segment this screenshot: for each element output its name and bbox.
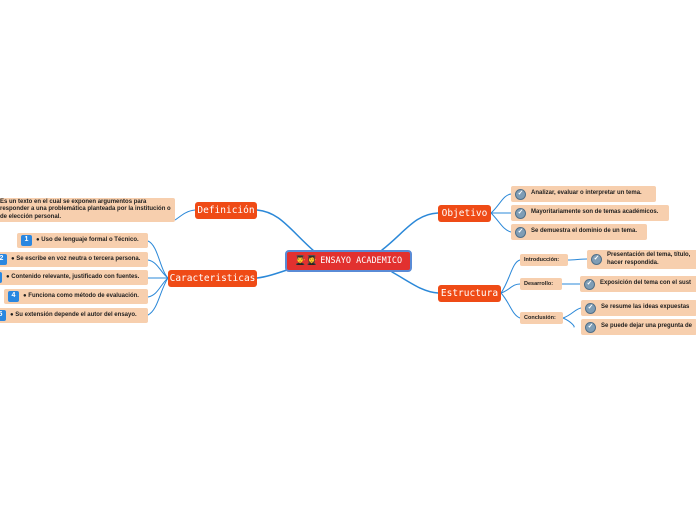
objetivo-item-3[interactable]: ✓ Se demuestra el dominio de un tema. (511, 224, 647, 240)
estructura-introduccion[interactable]: Introducción: (520, 254, 568, 266)
link-root-objetivo (381, 212, 439, 251)
check-icon: ✓ (515, 188, 526, 200)
objetivo-item-1[interactable]: ✓ Analizar, evaluar o interpretar un tem… (511, 186, 656, 202)
caracteristica-item-label: ● Contenido relevante, justificado con f… (6, 273, 140, 280)
conclusion-item-2[interactable]: ✓ Se puede dejar una pregunta de (581, 319, 696, 335)
definicion-text-label: Es un texto en el cual se exponen argume… (0, 198, 171, 220)
topic-definicion[interactable]: Definición (195, 202, 257, 219)
topic-estructura[interactable]: Estructura (438, 285, 501, 302)
conclusion-item-label: Se puede dejar una pregunta de (601, 323, 693, 330)
number-3-icon: 3 (0, 272, 2, 283)
objetivo-item-label: Analizar, evaluar o interpretar un tema. (531, 190, 642, 197)
check-icon: ✓ (591, 254, 602, 265)
caracteristica-item-3[interactable]: 3 ● Contenido relevante, justificado con… (0, 270, 148, 285)
desarrollo-item-1[interactable]: ✓ Exposición del tema con el sust (580, 276, 696, 292)
conclusion-item-1[interactable]: ✓ Se resume las ideas expuestas (581, 300, 696, 316)
students-icon: 👨‍🎓👩‍🎓 (294, 256, 318, 266)
root-node[interactable]: 👨‍🎓👩‍🎓 ENSAYO ACADEMICO (285, 250, 412, 272)
check-icon: ✓ (584, 278, 595, 290)
caracteristica-item-label: ● Funciona como método de evaluación. (23, 292, 139, 299)
topic-definicion-label: Definición (197, 205, 255, 216)
desarrollo-label: Desarrollo: (524, 281, 554, 287)
objetivo-item-label: Se demuestra el dominio de un tema. (531, 228, 638, 235)
caracteristica-item-label: ● Su extensión depende el autor del ensa… (10, 311, 137, 318)
introduccion-label: Introducción: (524, 257, 560, 263)
topic-caracteristicas-label: Caracteristicas (169, 273, 256, 284)
introduccion-item-1[interactable]: ✓ Presentación del tema, título, hacer r… (587, 250, 696, 269)
link-definicion-text (174, 209, 196, 221)
objetivo-item-label: Mayoritariamente son de temas académicos… (531, 209, 659, 216)
conclusion-label: Conclusión: (524, 315, 556, 321)
topic-objetivo[interactable]: Objetivo (438, 205, 491, 222)
introduccion-item-label: Presentación del tema, título, hacer res… (607, 252, 691, 266)
conclusion-item-label: Se resume las ideas expuestas (601, 304, 690, 311)
check-icon: ✓ (585, 321, 596, 333)
caracteristica-item-label: ● Uso de lenguaje formal o Técnico. (36, 236, 139, 243)
topic-estructura-label: Estructura (440, 288, 499, 299)
caracteristica-item-2[interactable]: 2 ● Se escribe en voz neutra o tercera p… (0, 252, 148, 267)
number-5-icon: 5 (0, 310, 6, 321)
number-4-icon: 4 (8, 291, 19, 302)
link-root-definicion (256, 209, 316, 253)
number-2-icon: 2 (0, 254, 7, 265)
estructura-desarrollo[interactable]: Desarrollo: (520, 278, 562, 290)
root-title: ENSAYO ACADEMICO (320, 256, 403, 266)
desarrollo-item-label: Exposición del tema con el sust (600, 280, 692, 287)
check-icon: ✓ (585, 302, 596, 314)
caracteristica-item-4[interactable]: 4 ● Funciona como método de evaluación. (4, 289, 148, 304)
number-1-icon: 1 (21, 235, 32, 246)
topic-objetivo-label: Objetivo (441, 208, 488, 219)
link-root-caracteristicas (256, 269, 288, 279)
definicion-text[interactable]: Es un texto en el cual se exponen argume… (0, 198, 175, 222)
estructura-conclusion[interactable]: Conclusión: (520, 312, 563, 324)
objetivo-item-2[interactable]: ✓ Mayoritariamente son de temas académic… (511, 205, 669, 221)
caracteristica-item-5[interactable]: 5 ● Su extensión depende el autor del en… (0, 308, 148, 323)
check-icon: ✓ (515, 207, 526, 219)
topic-caracteristicas[interactable]: Caracteristicas (168, 270, 257, 287)
caracteristica-item-label: ● Se escribe en voz neutra o tercera per… (11, 255, 141, 262)
caracteristica-item-1[interactable]: 1 ● Uso de lenguaje formal o Técnico. (17, 233, 148, 248)
link-root-estructura (391, 271, 439, 294)
check-icon: ✓ (515, 226, 526, 238)
